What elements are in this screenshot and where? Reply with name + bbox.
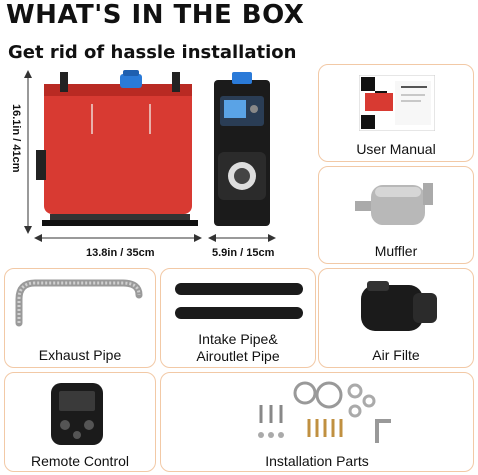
page-subtitle: Get rid of hassle installation [8, 42, 297, 63]
item-label-user-manual: User Manual [356, 141, 436, 157]
page-title: WHAT'S IN THE BOX [6, 0, 305, 30]
card-remote-control: Remote Control [4, 372, 156, 472]
depth-dimension-label: 5.9in / 15cm [212, 247, 275, 259]
item-label-intake-pipe: Intake Pipe& Airoutlet Pipe [196, 331, 280, 364]
item-label-air-filter: Air Filte [372, 347, 420, 363]
intake-pipe-icon [175, 283, 303, 319]
item-label-installation-parts: Installation Parts [265, 453, 369, 469]
item-label-muffler: Muffler [374, 243, 418, 259]
parts-icon [258, 381, 391, 443]
remote-icon [51, 383, 103, 445]
heater-illustration [24, 70, 276, 242]
air-filter-icon [361, 281, 437, 331]
exhaust-pipe-icon [15, 279, 143, 327]
manual-icon [359, 75, 435, 131]
card-exhaust-pipe: Exhaust Pipe [4, 268, 156, 368]
card-muffler: Muffler [318, 166, 474, 264]
item-label-exhaust-pipe: Exhaust Pipe [38, 347, 122, 363]
card-user-manual: User Manual [318, 64, 474, 162]
height-dimension-label: 16.1in / 41cm [10, 104, 22, 173]
card-installation-parts: Installation Parts [160, 372, 474, 472]
card-intake-pipe: Intake Pipe& Airoutlet Pipe [160, 268, 316, 368]
width-dimension-label: 13.8in / 35cm [86, 247, 155, 259]
muffler-icon [355, 183, 433, 225]
card-air-filter: Air Filte [318, 268, 474, 368]
item-label-remote-control: Remote Control [30, 453, 130, 469]
heater-area: 16.1in / 41cm 13.8in / 35cm 5.9in / 15cm [0, 64, 312, 264]
